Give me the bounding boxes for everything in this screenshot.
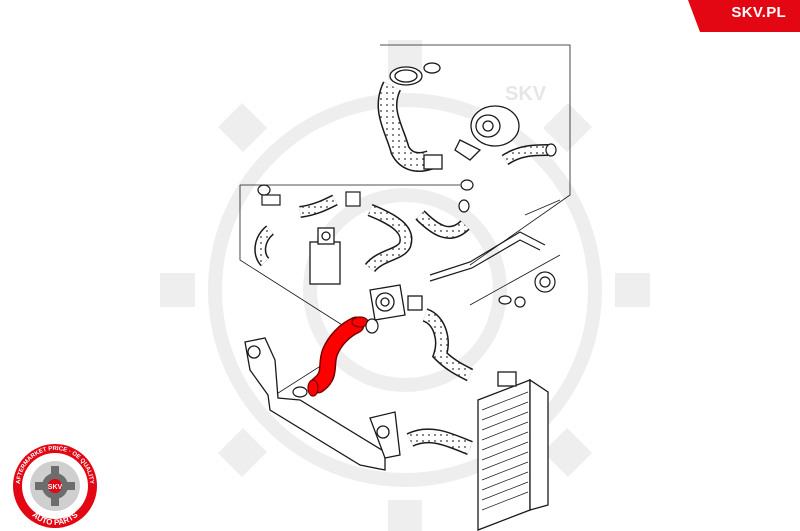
- hose-throttle-intercooler: [421, 308, 474, 382]
- skv-badge-logo: AFTERMARKET PRICE · OE QUALITY AUTO PART…: [13, 444, 97, 528]
- badge-center-text: SKV: [48, 484, 63, 491]
- brand-tab[interactable]: SKV.PL: [688, 0, 800, 32]
- valve-block: [309, 227, 341, 285]
- small-hose-turbo-right: [501, 143, 557, 166]
- hose-lower-intercooler: [406, 428, 473, 455]
- hose-middle: [364, 203, 470, 273]
- hose-left-group: [254, 191, 361, 267]
- turbo-housing: [454, 105, 520, 161]
- watermark-text: SKV: [505, 83, 547, 105]
- charge-air-hose-highlighted[interactable]: [307, 316, 369, 397]
- intercooler-core: [477, 371, 549, 531]
- throttle-body: [369, 284, 423, 321]
- brand-tab-text[interactable]: SKV.PL: [731, 4, 786, 21]
- intake-hose-top: [377, 62, 443, 172]
- hose-clamps: [257, 179, 526, 398]
- brand-tab-bg: [688, 0, 800, 32]
- watermark-gear: [160, 40, 650, 531]
- bracket-beam: [244, 337, 401, 471]
- metal-pipe: [429, 231, 556, 293]
